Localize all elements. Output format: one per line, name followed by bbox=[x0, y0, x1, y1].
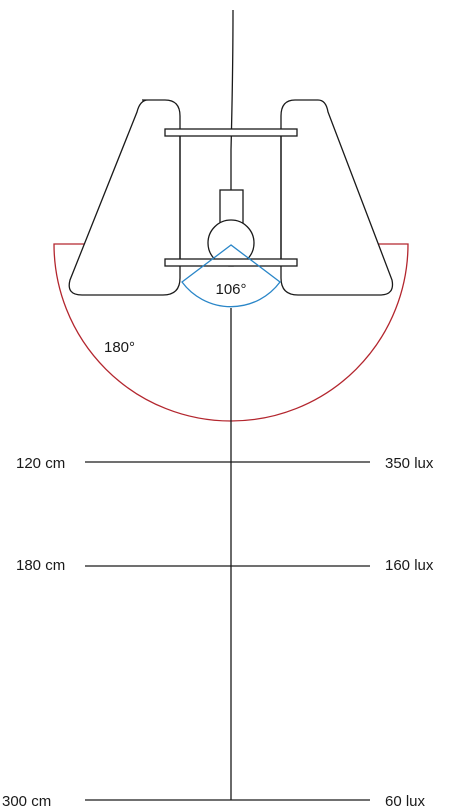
bulb-socket bbox=[219, 189, 244, 224]
frame-bar-bottom bbox=[164, 258, 298, 267]
illuminance-label-350: 350 lux bbox=[385, 455, 434, 472]
lamp-shade-left bbox=[68, 99, 181, 296]
power-cable bbox=[230, 9, 234, 190]
lamp-shade-right bbox=[280, 99, 394, 296]
outer-angle-label: 180° bbox=[104, 339, 135, 356]
distance-label-120: 120 cm bbox=[16, 455, 65, 472]
distance-label-180: 180 cm bbox=[16, 557, 65, 574]
illuminance-label-60: 60 lux bbox=[385, 793, 426, 807]
distance-label-300: 300 cm bbox=[2, 793, 51, 807]
illuminance-label-160: 160 lux bbox=[385, 557, 434, 574]
frame-bar-top bbox=[164, 128, 298, 137]
inner-beam-arc bbox=[181, 244, 281, 308]
inner-angle-label: 106° bbox=[215, 281, 246, 298]
